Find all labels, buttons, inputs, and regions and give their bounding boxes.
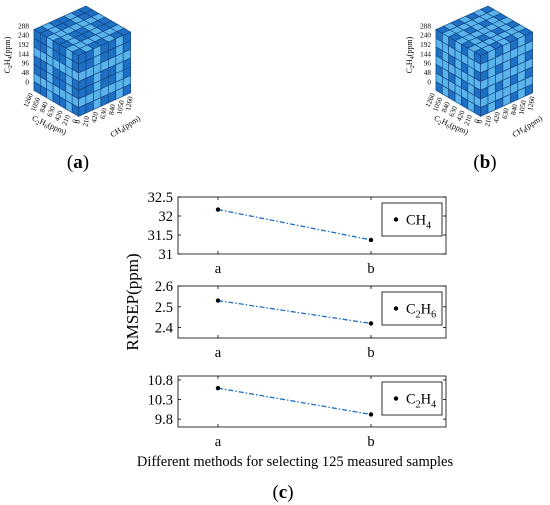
x-tick-label: 630 <box>99 107 109 119</box>
x-tick-label: a <box>215 434 222 450</box>
panel-label-b: (b) <box>473 152 496 173</box>
legend-marker <box>393 217 399 222</box>
z-tick-label: 96 <box>22 60 30 68</box>
x-axis-label: Different methods for selecting 125 meas… <box>137 454 454 470</box>
x-axis-label: CH4(ppm) <box>511 114 546 141</box>
x-tick-label: 420 <box>90 111 100 123</box>
y-axis-label: RMSEP(ppm) <box>123 253 142 350</box>
x-tick-label: 1050 <box>116 99 126 115</box>
y-tick-label: 630 <box>448 105 460 118</box>
legend-box <box>381 202 443 237</box>
y-tick-label: 32 <box>159 209 174 225</box>
legend-label: C2H6 <box>406 302 436 321</box>
legend-marker <box>393 306 399 311</box>
z-tick-label: 144 <box>420 50 431 58</box>
legend-label: CH4 <box>406 213 431 232</box>
y-tick-label: 210 <box>61 113 73 126</box>
z-tick-label: 192 <box>18 41 29 49</box>
x-tick-label: a <box>215 345 222 361</box>
y-tick-label: 210 <box>463 113 475 126</box>
data-point-a <box>215 207 221 212</box>
y-tick-label: 2.4 <box>155 321 174 337</box>
y-tick-label: 0 <box>71 118 80 125</box>
z-tick-label: 96 <box>424 60 432 68</box>
x-tick-label: 0 <box>476 119 485 124</box>
z-axis-label: C2H4(ppm) <box>3 36 14 73</box>
z-tick-label: 288 <box>420 22 431 30</box>
z-tick-label: 48 <box>424 69 432 77</box>
legend-box <box>381 291 443 326</box>
series-line <box>217 208 372 241</box>
y-tick-label: 2.5 <box>155 300 173 316</box>
x-tick-label: b <box>367 434 374 450</box>
z-tick-label: 288 <box>18 22 29 30</box>
x-tick-label: 630 <box>501 107 511 119</box>
series-line <box>217 299 372 325</box>
x-tick-label: 210 <box>81 115 91 127</box>
panel-label-c: (c) <box>272 482 293 503</box>
y-tick-label: 31.5 <box>148 228 173 244</box>
x-tick-label: b <box>367 261 374 277</box>
data-point-b <box>368 412 374 417</box>
y-tick-label: 0 <box>473 118 482 125</box>
data-point-b <box>368 237 374 243</box>
y-tick-label: 2.6 <box>155 279 173 295</box>
y-tick-label: 420 <box>455 109 467 122</box>
x-tick-label: 1260 <box>526 95 536 111</box>
x-tick-label: a <box>215 261 222 277</box>
series-line <box>217 387 372 416</box>
panel-label-a: (a) <box>67 152 89 173</box>
y-tick-label: 9.8 <box>155 412 173 428</box>
subplot-1: 31 31.5 32 32.5 a b CH4 <box>148 190 447 277</box>
y-tick-label: 630 <box>46 105 58 118</box>
z-tick-label: 240 <box>420 32 431 40</box>
data-point-a <box>215 298 221 303</box>
x-tick-label: 420 <box>492 111 502 123</box>
z-axis-label: C2H4(ppm) <box>405 36 416 73</box>
x-axis-label: CH4(ppm) <box>109 114 144 141</box>
subplot-2: 2.4 2.5 2.6 a b C2H6 <box>155 279 447 361</box>
legend-box <box>381 381 443 416</box>
x-tick-label: 840 <box>107 103 117 115</box>
x-tick-label: 210 <box>483 115 493 127</box>
z-tick-label: 240 <box>18 32 29 40</box>
y-tick-label: 32.5 <box>148 190 173 206</box>
x-tick-label: 1260 <box>124 95 134 111</box>
data-point-a <box>215 385 221 391</box>
y-tick-label: 840 <box>38 100 50 113</box>
legend-marker <box>393 396 399 401</box>
subplot-3: 9.8 10.3 10.8 a b C2H4 <box>148 373 447 450</box>
cube-a: 04896144192240288C2H4(ppm)02104206308401… <box>3 5 144 141</box>
y-tick-label: 420 <box>53 109 65 122</box>
x-tick-label: 0 <box>74 119 83 124</box>
z-tick-label: 48 <box>22 69 30 77</box>
y-tick-label: 840 <box>440 100 452 113</box>
x-tick-label: 1050 <box>518 99 528 115</box>
legend-label: C2H4 <box>406 392 436 411</box>
z-tick-label: 144 <box>18 50 29 58</box>
z-tick-label: 0 <box>427 78 431 86</box>
z-tick-label: 192 <box>420 41 431 49</box>
z-tick-label: 0 <box>25 78 29 86</box>
x-tick-label: b <box>367 345 374 361</box>
cube-cell <box>122 83 131 97</box>
x-tick-label: 840 <box>509 103 519 115</box>
y-tick-label: 31 <box>159 247 174 263</box>
data-point-b <box>368 321 374 326</box>
y-tick-label: 10.3 <box>148 393 173 409</box>
cube-cell <box>524 83 533 97</box>
cube-b: 04896144192240288C2H4(ppm)02104206308401… <box>405 5 546 141</box>
y-tick-label: 10.8 <box>148 373 173 389</box>
